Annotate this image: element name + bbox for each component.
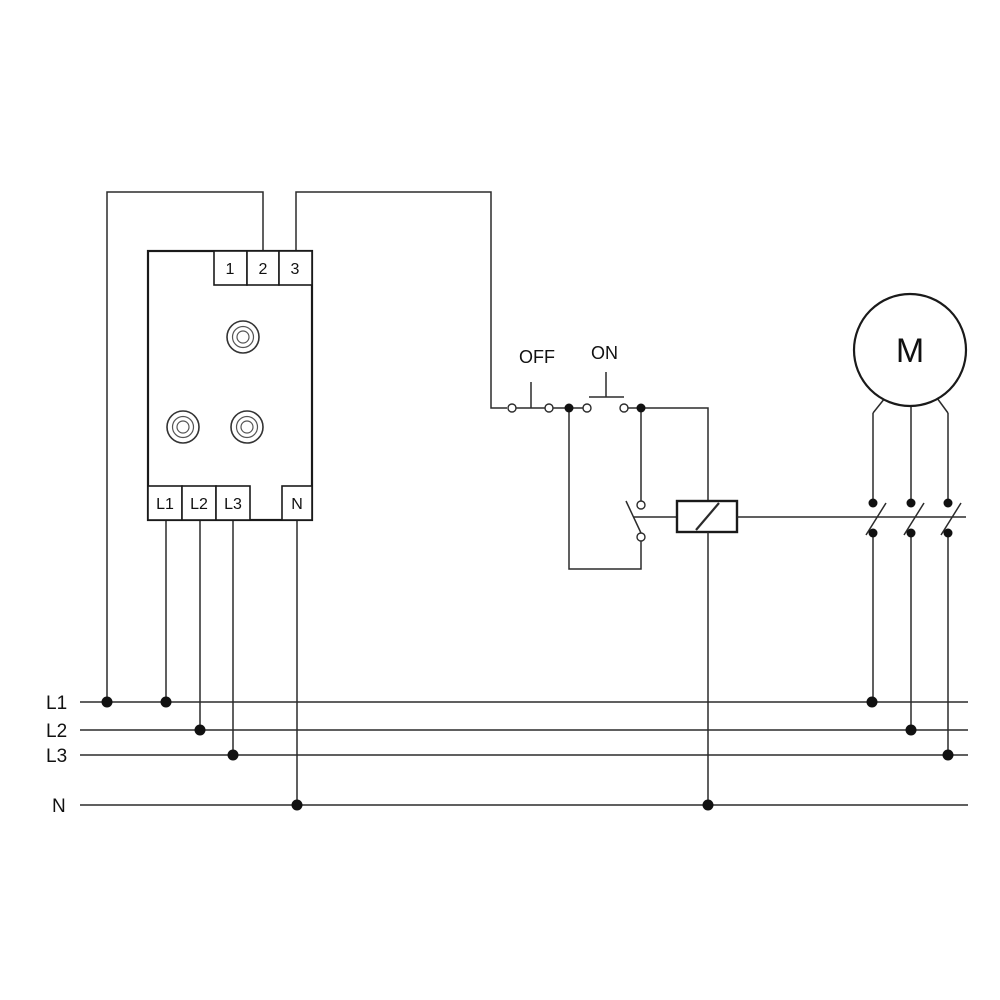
junction-dot xyxy=(564,403,574,413)
junction-dot xyxy=(702,799,714,811)
junction-dot xyxy=(291,799,303,811)
contact-terminal-dot xyxy=(943,528,953,538)
junction-dot xyxy=(101,696,113,708)
motor: M xyxy=(852,292,968,414)
top-terminal-2-label: 2 xyxy=(259,261,268,278)
bottom-terminal-l1-label: L1 xyxy=(156,496,174,513)
junction-dot xyxy=(905,724,917,736)
top-terminal-block: 1 2 3 xyxy=(213,250,313,286)
on-pushbutton[interactable] xyxy=(582,372,629,413)
relay-wiring xyxy=(106,191,507,805)
main-contact-l2 xyxy=(903,413,925,730)
motor-lead-1 xyxy=(872,397,886,414)
bottom-terminal-n-label: N xyxy=(291,496,303,513)
contact-terminal-dot xyxy=(868,528,878,538)
main-contact-l1 xyxy=(865,413,887,702)
bottom-terminal-l1 xyxy=(147,485,183,521)
motor-label: M xyxy=(896,332,924,370)
relay-housing xyxy=(146,249,314,522)
on-label: ON xyxy=(591,343,618,363)
adjustment-knob-left[interactable] xyxy=(166,410,200,444)
contactor-coil xyxy=(675,499,739,534)
bus-l2-label: L2 xyxy=(46,721,67,742)
bus-n-label: N xyxy=(52,796,66,817)
bottom-terminal-block: L1 L2 L3 N xyxy=(147,485,313,521)
off-pushbutton[interactable] xyxy=(507,382,554,413)
junction-dot xyxy=(866,696,878,708)
holding-contact xyxy=(625,500,646,542)
adjustment-knob-top[interactable] xyxy=(226,320,260,354)
bottom-terminal-l2-label: L2 xyxy=(190,496,208,513)
wire-holding-bypass xyxy=(568,408,642,570)
bus-l3-label: L3 xyxy=(46,746,67,767)
adjustment-knob-right[interactable] xyxy=(230,410,264,444)
top-terminal-1-label: 1 xyxy=(226,261,235,278)
bottom-terminal-n xyxy=(281,485,313,521)
junction-dot xyxy=(942,749,954,761)
motor-symbol xyxy=(852,292,968,408)
top-terminal-2 xyxy=(246,250,280,286)
wire-junction-to-coil xyxy=(641,407,709,501)
off-label: OFF xyxy=(519,347,555,367)
main-contact-l3 xyxy=(940,413,962,755)
top-terminal-3-label: 3 xyxy=(291,261,300,278)
wire-terminal-2-to-l1 xyxy=(106,191,264,702)
junction-dot xyxy=(636,403,646,413)
junction-dot xyxy=(160,696,172,708)
motor-lead-3 xyxy=(936,397,949,414)
control-circuit: OFF ON xyxy=(507,343,966,805)
bus-labels: L1 L2 L3 N xyxy=(46,693,67,817)
relay-module: 1 2 3 L1 L2 L3 N xyxy=(146,249,314,522)
top-terminal-3 xyxy=(278,250,313,286)
contact-terminal-dot xyxy=(906,528,916,538)
junction-dots xyxy=(101,403,954,811)
bottom-terminal-l3 xyxy=(215,485,251,521)
junction-dot xyxy=(194,724,206,736)
bus-l1-label: L1 xyxy=(46,693,67,714)
bottom-terminal-l3-label: L3 xyxy=(224,496,242,513)
bus-lines xyxy=(80,701,968,806)
bottom-terminal-l2 xyxy=(181,485,217,521)
wire-terminal-3-to-control xyxy=(295,191,507,409)
contact-terminal-dot xyxy=(943,498,953,508)
contact-terminal-dot xyxy=(868,498,878,508)
main-contacts xyxy=(865,413,962,755)
junction-dot xyxy=(227,749,239,761)
contact-terminal-dot xyxy=(906,498,916,508)
